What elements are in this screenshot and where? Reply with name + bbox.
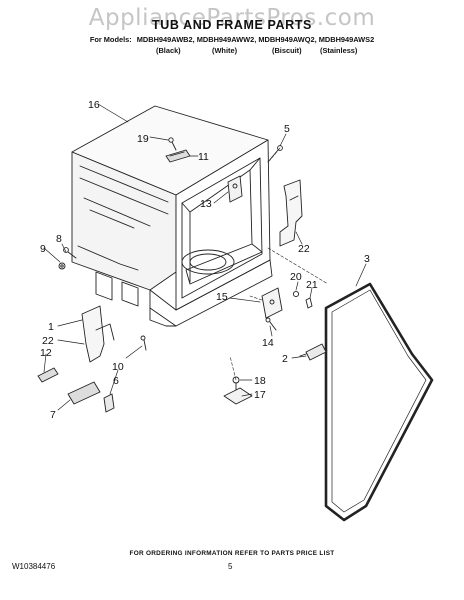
finish-list: (Black) (White) (Biscuit) (Stainless) — [0, 46, 464, 56]
side-bracket-right — [279, 179, 303, 247]
callout-number: 22 — [298, 243, 310, 255]
tub-left-side — [71, 151, 177, 291]
model-number: MDBH949AWQ2, — [258, 35, 317, 44]
callout-number: 11 — [198, 151, 209, 163]
callout-number: 20 — [290, 271, 302, 283]
callout-number: 12 — [40, 347, 52, 359]
part-7 — [67, 381, 101, 405]
callout-number: 21 — [306, 279, 318, 291]
alignment-lines — [229, 147, 329, 381]
screw-part-8 — [63, 247, 77, 259]
tub-sump — [181, 249, 235, 275]
callout-number: 17 — [254, 389, 266, 401]
leader-lines — [43, 103, 367, 411]
finish-label: (Biscuit) — [272, 46, 302, 55]
bracket-part-17 — [223, 387, 253, 405]
callout-number: 7 — [50, 409, 56, 421]
screw-part-19 — [168, 137, 177, 151]
watermark-text: AppliancePartsPros.com — [88, 5, 376, 31]
callout-number: 18 — [254, 375, 266, 387]
document-number: W10384476 — [12, 562, 56, 571]
callout-labels: 16 19 11 5 13 22 9 8 3 20 21 15 1 22 12 … — [40, 99, 370, 421]
screw-part-10 — [140, 335, 147, 351]
part-20 — [292, 290, 300, 298]
side-bracket-left — [81, 305, 115, 363]
callout-number: 15 — [216, 291, 228, 303]
finish-label: (White) — [212, 46, 238, 55]
model-number: MDBH949AWS2 — [318, 35, 375, 44]
callout-number: 5 — [284, 123, 290, 135]
callout-number: 9 — [40, 243, 46, 255]
model-number: MDBH949AWW2, — [196, 35, 257, 44]
hinge-part-15 — [261, 287, 283, 319]
finish-label: (Black) — [156, 46, 181, 55]
callout-number: 2 — [282, 353, 288, 365]
part-12 — [37, 367, 59, 383]
callout-number: 13 — [200, 198, 212, 210]
callout-number: 14 — [262, 337, 274, 349]
callout-number: 6 — [113, 375, 119, 387]
finish-label: (Stainless) — [320, 46, 358, 55]
page-number: 5 — [228, 562, 233, 571]
part-21 — [305, 297, 313, 309]
callout-number: 8 — [56, 233, 62, 245]
callout-number: 22 — [42, 335, 54, 347]
callout-number: 16 — [88, 99, 100, 111]
bracket-part-13 — [227, 175, 243, 203]
clip-part-9 — [58, 262, 66, 270]
tub-ribs — [77, 165, 169, 271]
hinge-arm-part-2 — [299, 343, 327, 361]
tub-assembly — [71, 105, 273, 327]
ordering-note: FOR ORDERING INFORMATION REFER TO PARTS … — [129, 550, 335, 557]
callout-number: 10 — [112, 361, 124, 373]
callout-number: 19 — [137, 133, 149, 145]
door-gasket — [324, 282, 434, 522]
callout-number: 3 — [364, 253, 370, 265]
models-label: For Models: — [89, 35, 132, 44]
part-6 — [103, 393, 115, 413]
model-list: For Models: MDBH949AWB2, MDBH949AWW2, MD… — [0, 35, 464, 44]
callout-number: 1 — [48, 321, 54, 333]
page-title: TUB AND FRAME PARTS — [151, 18, 312, 32]
model-number: MDBH949AWB2, — [136, 35, 195, 44]
screw-part-14 — [265, 317, 277, 331]
